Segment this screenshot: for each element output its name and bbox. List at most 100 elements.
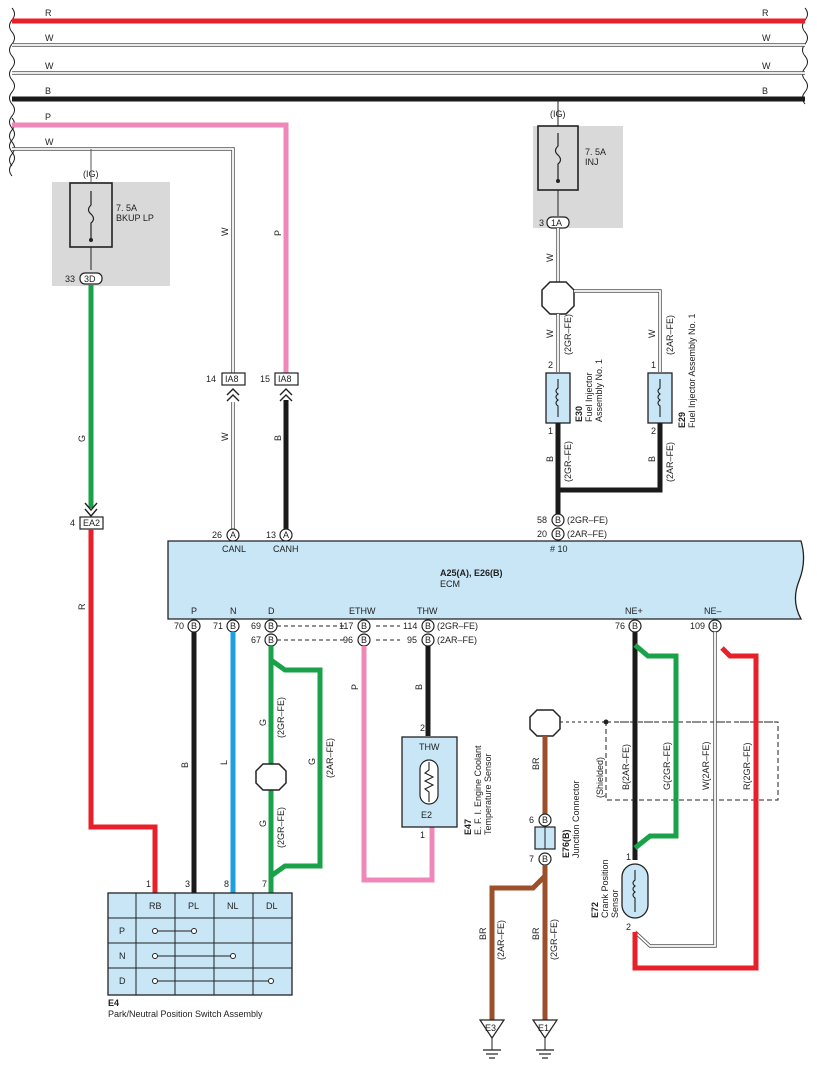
wire-label-w-e30: W [545, 329, 555, 338]
wire-label-r2gr: R(2GR–FE) [742, 742, 752, 790]
bus-label-w2-left: W [45, 61, 54, 71]
bus-label-w1-right: W [762, 33, 771, 43]
e72-name2: Sensor [610, 889, 620, 918]
ecm-pin-canl-conn: A [230, 530, 236, 540]
pnp-name: Park/Neutral Position Switch Assembly [108, 1009, 263, 1019]
ecm-pin-70: 70 [174, 621, 184, 631]
fuse-bkup-conn: 3D [84, 274, 96, 284]
e76-pin6: 6 [529, 815, 534, 825]
wire-label-b-e30: B [545, 456, 555, 462]
wire-label-b-canh: B [273, 435, 283, 441]
wire-w-nem [634, 632, 716, 947]
e30-name1: Fuel Injector [584, 372, 594, 422]
conn-ea2-label: EA2 [83, 518, 100, 528]
ecm-pin-canh-conn: A [283, 530, 289, 540]
splice-shield [529, 709, 561, 737]
e29-pin-bot: 2 [651, 426, 656, 436]
bus-label-w2-right: W [762, 61, 771, 71]
pnp-pin-3: 3 [185, 879, 190, 889]
ecm-pin-71: 71 [213, 621, 223, 631]
wire-label-w-canl2: W [220, 432, 230, 441]
pnp-pin-1: 1 [146, 879, 151, 889]
e72-pin1: 1 [626, 852, 631, 862]
wire-label-w-top: W [45, 137, 54, 147]
wire-r-nem [632, 646, 759, 971]
pnp-code: E4 [108, 998, 119, 1008]
e47-term-bot: E2 [421, 810, 432, 820]
ecm-label-pin10: # 10 [550, 544, 568, 554]
wire-label-br-e1: BR [531, 927, 541, 940]
fuse-inj-name: INJ [585, 157, 599, 167]
ecm-label-n: N [230, 606, 237, 616]
pin71-conn: B [230, 621, 236, 631]
wire-label-br-top: BR [531, 757, 541, 770]
fuse-inj-conn: 1A [551, 218, 562, 228]
ecm-label-nep: NE+ [625, 606, 643, 616]
e76-conn-top: B [542, 815, 548, 825]
ecm-pin-76: 76 [615, 621, 625, 631]
ecm-label-canl: CANL [222, 544, 246, 554]
wire-g-dl-2ar [269, 657, 323, 879]
ecm-pin-canl-num: 26 [212, 530, 222, 540]
ecm-bottom-pins: B 70 B 71 B 69 B 67 B 117 B 96 B 114 (2G… [174, 619, 722, 647]
pnp-pin-8: 8 [224, 879, 229, 889]
fuse-inj-pin: 3 [539, 218, 544, 228]
e29-name1: Fuel Injector Assembly No. 1 [687, 313, 697, 428]
ecm-pin-58-var: (2GR–FE) [567, 515, 608, 525]
pnp-switch-e4: 1 3 8 7 RB PL NL DL P N D E4 Park/Neutra… [107, 879, 293, 1019]
e47-name2: Temperature Sensor [483, 753, 493, 835]
ecm-label-thw: THW [417, 606, 438, 616]
ecm-pin-114: 114 [403, 621, 417, 631]
ecm-box: CANL CANH # 10 A25(A), E26(B) ECM P N D … [167, 540, 805, 620]
conn-ia8-15 [274, 372, 299, 386]
splice-dl [255, 763, 287, 791]
wire-label-l-nl: L [219, 760, 229, 765]
e47-pin-bot: 1 [420, 830, 425, 840]
splice-inj [541, 281, 575, 315]
conn-ea2-pin: 4 [70, 518, 75, 528]
conn-ia8-14-pin: 14 [206, 374, 216, 384]
e30-pin-top: 2 [548, 360, 553, 370]
conn-ia8-15-label: IA8 [278, 374, 292, 384]
e76-conn-bot: B [542, 854, 548, 864]
wire-label-2gr-b-e30: (2GR–FE) [563, 441, 573, 482]
ecm-label-p: P [191, 606, 197, 616]
ecm-label-ethw: ETHW [349, 606, 376, 616]
wire-label-g-dl2: G [258, 820, 268, 827]
wire-label-r-rb: R [77, 603, 87, 610]
wire-label-b2ar: B(2AR–FE) [621, 744, 631, 790]
ecm-pin-114-var: (2GR–FE) [437, 621, 478, 631]
fuse-bkup-rating: 7. 5A [116, 203, 137, 213]
e47-name1: E. F. I. Engine Coolant [473, 745, 483, 835]
bus-label-b-left: B [45, 86, 51, 96]
wire-label-w2ar: W(2AR–FE) [701, 741, 711, 790]
shield-box [605, 721, 779, 801]
e30-code: E30 [574, 406, 584, 422]
conn-ia8-14-group: IA8 14 [206, 372, 246, 402]
ecm-pin-69: 69 [251, 621, 261, 631]
ecm-pin-117: 117 [339, 621, 353, 631]
fuse-bkup-lp: (IG) 7. 5A BKUP LP 3D 33 [52, 149, 170, 286]
fuse-bkup-pin: 33 [65, 274, 75, 284]
ground-e1: E1 [531, 1019, 559, 1059]
ecm-label-nem: NE– [704, 606, 722, 616]
bus-label-r-right: R [762, 8, 769, 18]
pnp-row-p: P [119, 926, 125, 936]
e29-pin-top: 1 [651, 360, 656, 370]
wire-label-2ar-e3: (2AR–FE) [496, 920, 506, 960]
ecm-pin-58-conn: B [555, 515, 561, 525]
e72-coil-icon [632, 870, 636, 912]
wire-label-g2gr: G(2GR–FE) [662, 742, 672, 790]
e47-term-top: THW [419, 742, 440, 752]
e72-pin2: 2 [626, 922, 631, 932]
ecm-pin-20-num: 20 [537, 529, 547, 539]
ground-e1-label: E1 [538, 1023, 549, 1033]
bus-label-b-right: B [762, 86, 768, 96]
wire-label-g-dl1: G [258, 719, 268, 726]
e47-code: E47 [463, 819, 473, 835]
sensor-e47: 2 THW E2 1 E47 E. F. I. Engine Coolant T… [401, 723, 493, 840]
ecm-pin-96: 96 [343, 635, 353, 645]
wire-label-2gr-e30: (2GR–FE) [563, 314, 573, 355]
e47-thermistor-icon [423, 762, 435, 802]
